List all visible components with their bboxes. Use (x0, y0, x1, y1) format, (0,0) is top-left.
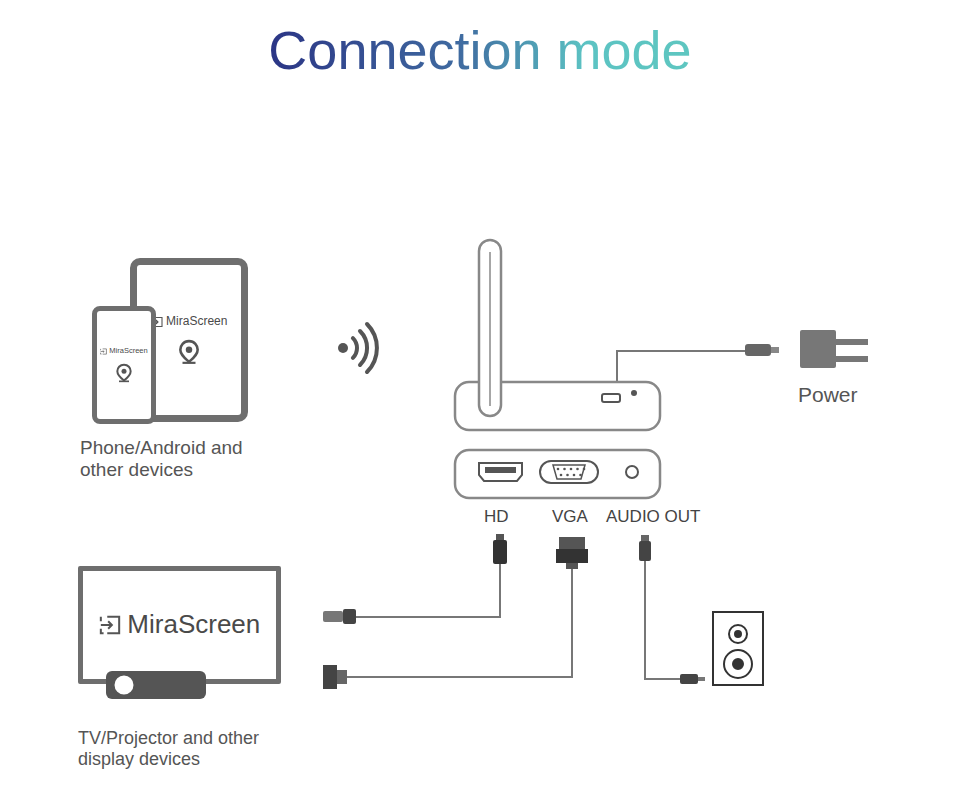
cast-icon (99, 614, 121, 636)
location-pin (114, 363, 134, 383)
app-label: MiraScreen (100, 347, 147, 356)
hdmi-cable (356, 564, 500, 617)
location-pin (176, 339, 202, 365)
audio-cable (645, 561, 680, 679)
app-name: MiraScreen (166, 315, 227, 329)
app-label: MiraScreen (151, 315, 228, 329)
audio-cable (698, 677, 705, 681)
wifi-symbol (353, 338, 357, 358)
port-name: VGA (552, 507, 602, 527)
device-caption: Phone/Android and other devices (80, 437, 285, 481)
dongle-bottom (560, 474, 563, 477)
vga-cable (337, 670, 347, 684)
dongle-top (631, 390, 637, 396)
dongle-bottom (455, 450, 660, 498)
cast-icon (101, 621, 112, 628)
vga-cable (556, 549, 588, 563)
power-adapter (745, 344, 771, 356)
location-pin (180, 341, 197, 362)
power-adapter (745, 330, 868, 368)
app-label: MiraScreen (99, 610, 261, 640)
power-adapter (800, 330, 836, 368)
antenna (489, 252, 491, 406)
dongle-bottom (576, 468, 579, 471)
cast-icon (101, 350, 105, 352)
title-box: Connection mode (0, 18, 960, 83)
title: Connection mode (268, 20, 691, 80)
antenna (479, 240, 501, 416)
projector (106, 671, 206, 699)
speaker (724, 650, 752, 678)
hdmi-cable (496, 534, 504, 541)
dongle-bottom (540, 461, 598, 483)
power-adapter (836, 356, 868, 362)
location-pin (119, 381, 129, 383)
projector (113, 674, 135, 696)
vga-cable (347, 569, 572, 677)
cast-icon (101, 348, 107, 353)
vga-cable (559, 537, 585, 549)
dongle-top (602, 394, 620, 402)
dongle-bottom (485, 467, 516, 473)
wifi-symbol (367, 324, 377, 372)
dongle-bottom (566, 474, 569, 477)
phone-screen: MiraScreen (92, 306, 156, 424)
dongle-bottom (573, 474, 576, 477)
location-pin (186, 346, 193, 353)
wifi-symbol (338, 343, 348, 353)
speaker (713, 612, 763, 685)
speaker (729, 625, 747, 643)
tv-screen: MiraScreen (78, 566, 281, 684)
audio-cable (639, 541, 651, 561)
speaker (733, 659, 743, 669)
power-adapter (771, 347, 779, 353)
app-name: MiraScreen (127, 610, 260, 640)
port-name: HD (484, 507, 524, 527)
location-pin (183, 362, 196, 364)
dongle-bottom (626, 466, 638, 478)
dongle-bottom (570, 468, 573, 471)
dongle-bottom (455, 450, 660, 498)
wifi-symbol (360, 331, 367, 365)
dongle-bottom (557, 468, 560, 471)
audio-cable (680, 674, 698, 684)
dongle-bottom (579, 474, 582, 477)
hdmi-cable (323, 611, 343, 622)
hdmi-cable (323, 534, 507, 624)
part-name: Power (798, 383, 888, 407)
vga-cable (566, 563, 578, 569)
speaker (735, 631, 741, 637)
device-caption: TV/Projector and other display devices (78, 728, 296, 769)
vga-cable (323, 665, 337, 689)
speaker (713, 612, 763, 685)
power-cable (617, 351, 745, 383)
location-pin (122, 369, 127, 374)
dongle-bottom (553, 465, 585, 479)
audio-cable (639, 535, 705, 684)
dongle-bottom (557, 468, 586, 477)
antenna (479, 240, 501, 416)
power-cable (617, 351, 745, 383)
port-name: AUDIO OUT (606, 507, 716, 527)
dongle-bottom (479, 463, 522, 481)
cast-icon (100, 348, 107, 355)
power-adapter (836, 339, 868, 345)
location-pin (117, 365, 130, 381)
projector (106, 671, 206, 699)
audio-cable (641, 535, 649, 541)
dongle-bottom (563, 468, 566, 471)
vga-cable (323, 537, 588, 689)
hdmi-cable (343, 609, 356, 624)
hdmi-cable (493, 540, 507, 564)
app-name: MiraScreen (109, 347, 147, 356)
dongle-bottom (583, 468, 586, 471)
cast-icon (101, 617, 119, 634)
wifi-symbol (338, 324, 377, 372)
